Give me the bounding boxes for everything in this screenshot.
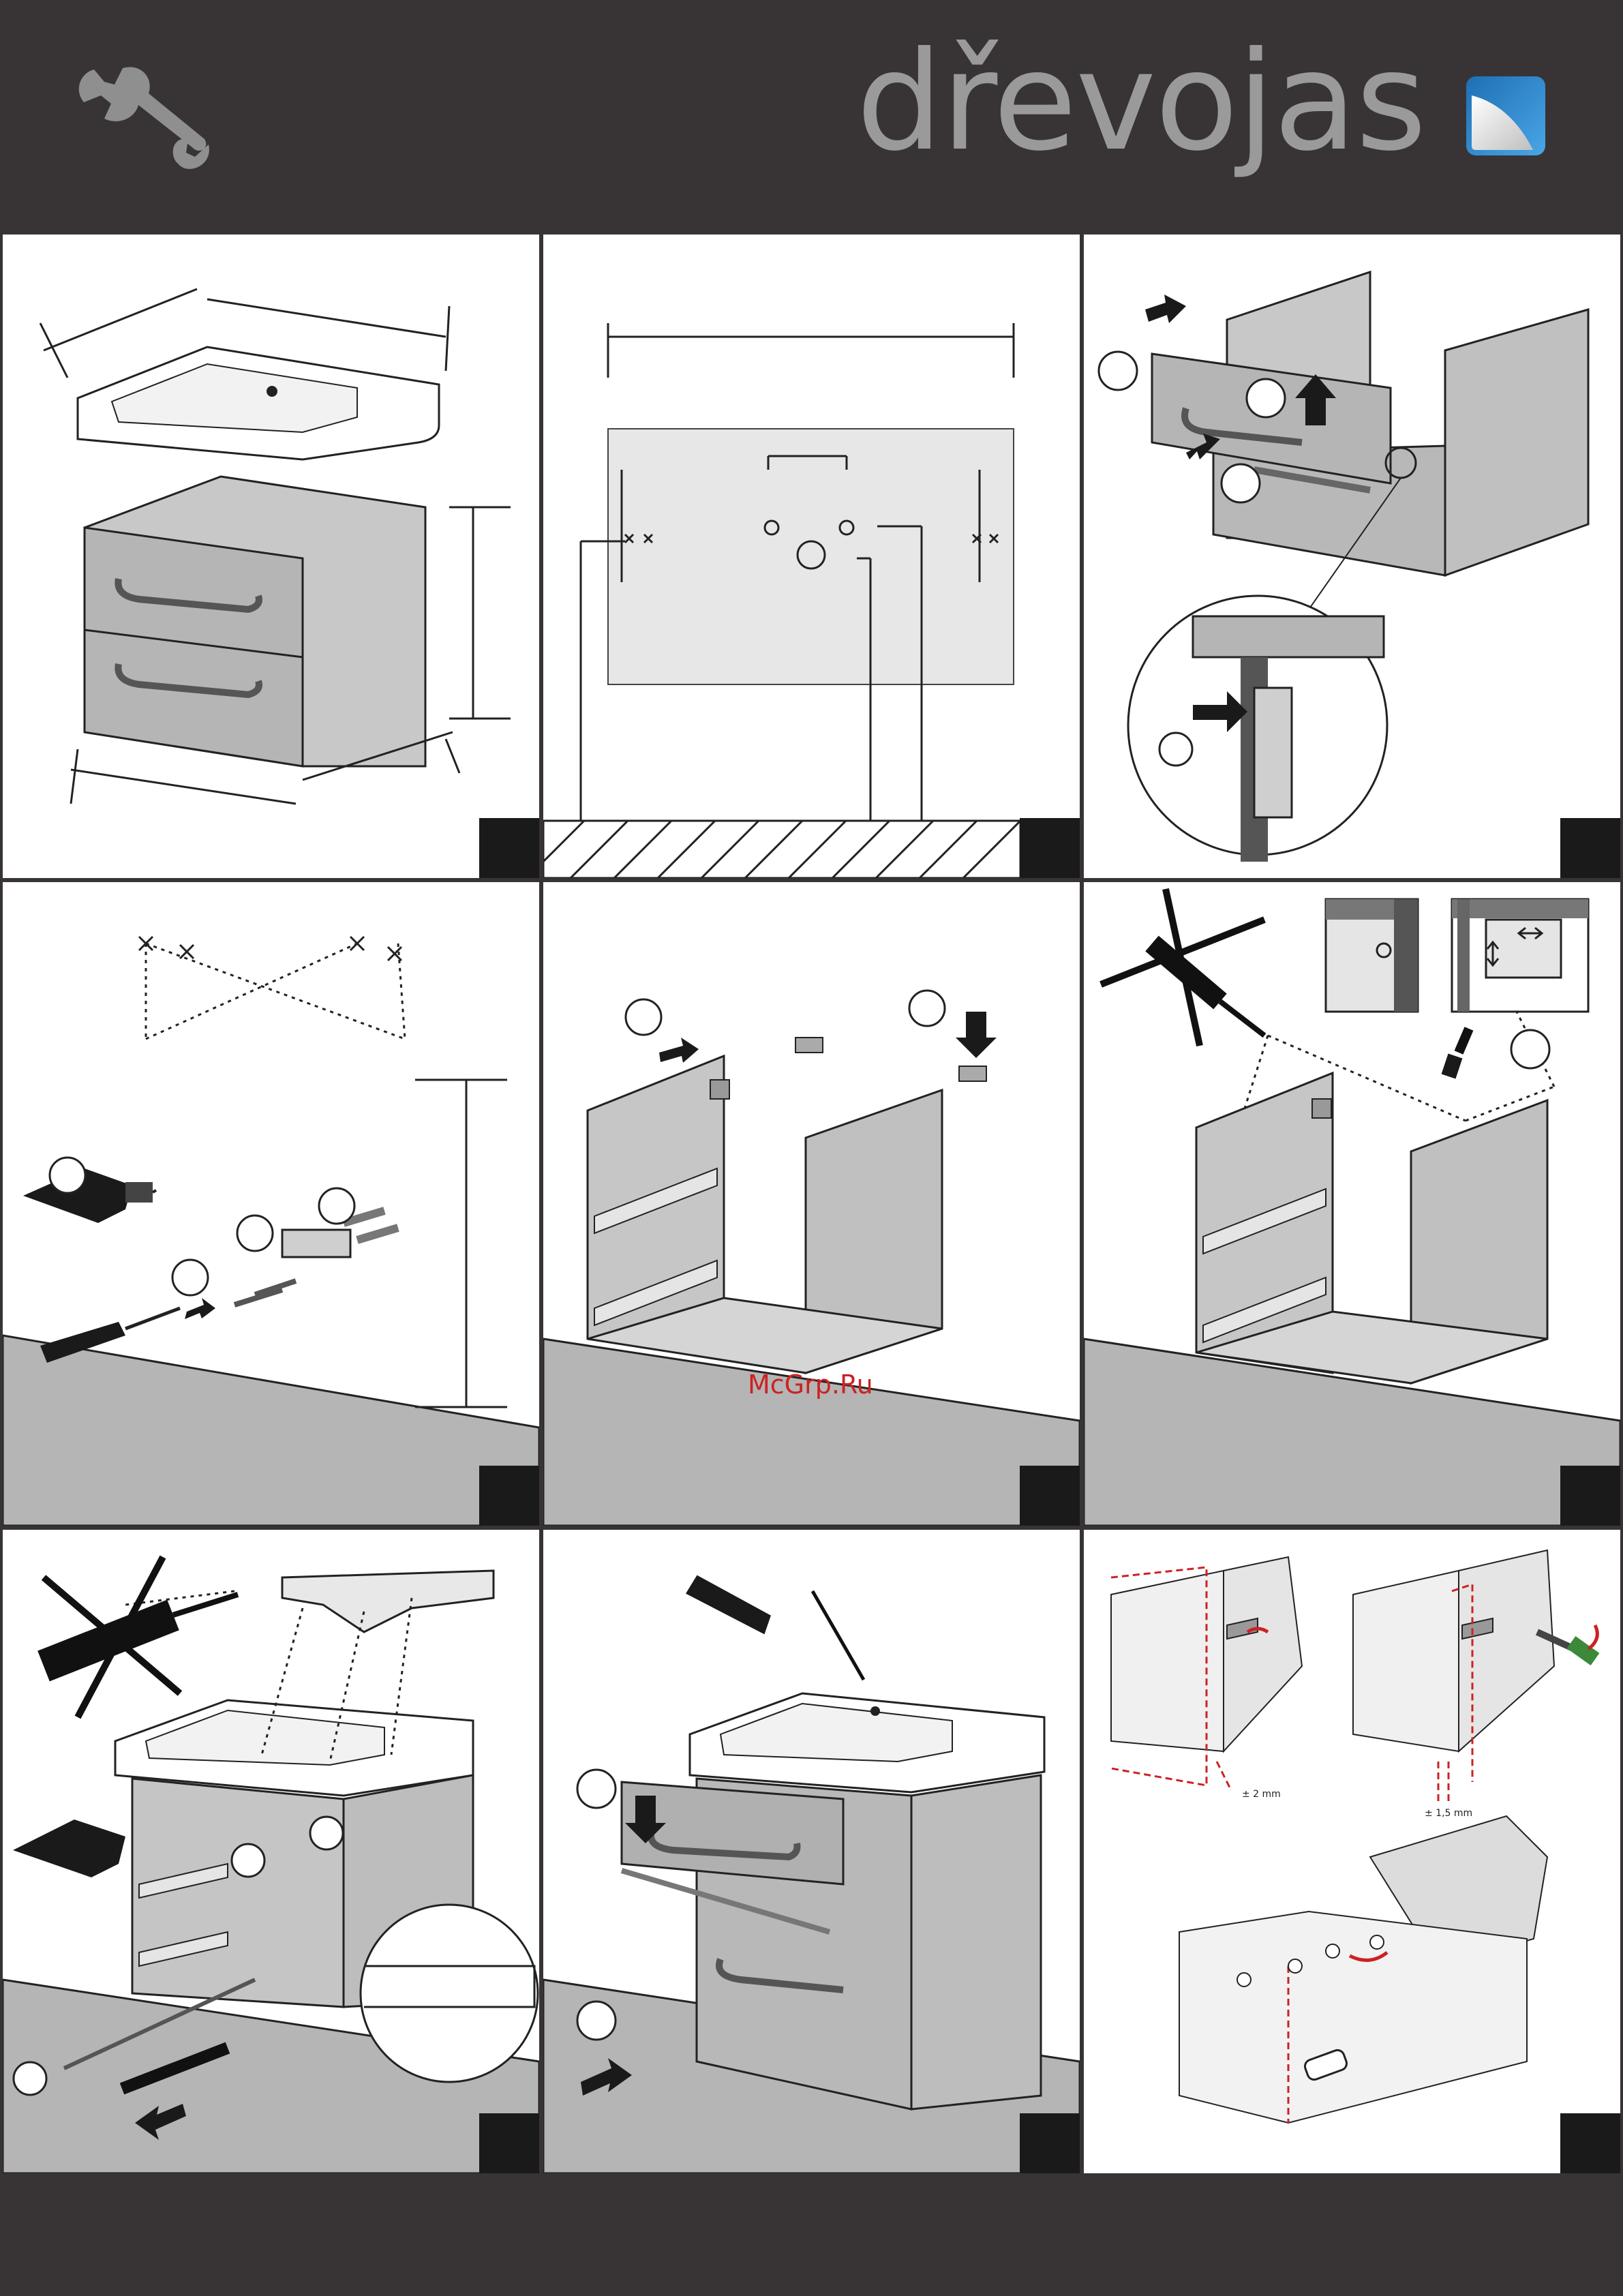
panel-wall-drilling-template bbox=[543, 235, 1080, 878]
panel-drawer-removal bbox=[1084, 235, 1620, 878]
panel-wall-anchor-drilling bbox=[3, 882, 539, 1526]
cabinet-dimensions-illustration bbox=[3, 235, 539, 878]
wall-drilling-illustration bbox=[3, 882, 539, 1526]
adjust-label-height: ± 2 mm bbox=[1242, 1789, 1281, 1800]
step-number-tab bbox=[1020, 1466, 1080, 1526]
step-number-tab bbox=[1020, 2113, 1080, 2173]
panel-basin-fixing bbox=[3, 1530, 539, 2173]
step-number-tab bbox=[479, 818, 539, 878]
cabinet-hangers-illustration bbox=[543, 882, 1080, 1526]
step-number-tab bbox=[479, 1466, 539, 1526]
step-number-tab bbox=[1560, 818, 1620, 878]
step-number-tab bbox=[479, 2113, 539, 2173]
wall-template-illustration bbox=[543, 235, 1080, 878]
step-number-tab bbox=[1560, 1466, 1620, 1526]
step-number-tab bbox=[1560, 2113, 1620, 2173]
brand-logo-text: dřevojas bbox=[856, 34, 1425, 170]
instruction-grid: McGrp.Ru bbox=[0, 232, 1623, 2181]
panel-cabinet-hangers: McGrp.Ru bbox=[543, 882, 1080, 1526]
brand-logo-icon bbox=[1465, 75, 1547, 157]
panel-basin-sealing-and-drawers bbox=[543, 1530, 1080, 2173]
footer bbox=[0, 2181, 1623, 2296]
basin-fixing-illustration bbox=[3, 1530, 539, 2173]
drawer-removal-illustration bbox=[1084, 235, 1620, 878]
panel-hanger-adjustment bbox=[1084, 882, 1620, 1526]
wrench-icon bbox=[74, 63, 217, 172]
panel-dimensions-overview bbox=[3, 235, 539, 878]
panel-drawer-front-adjustment: ± 2 mm ± 1,5 mm bbox=[1084, 1530, 1620, 2173]
basin-sealing-illustration bbox=[543, 1530, 1080, 2173]
drawer-adjustment-illustration: ± 2 mm ± 1,5 mm bbox=[1084, 1530, 1620, 2173]
header: dřevojas bbox=[0, 0, 1623, 232]
hanger-adjustment-illustration bbox=[1084, 882, 1620, 1526]
adjust-label-side: ± 1,5 mm bbox=[1425, 1808, 1472, 1819]
step-number-tab bbox=[1020, 818, 1080, 878]
watermark-text: McGrp.Ru bbox=[748, 1370, 873, 1400]
